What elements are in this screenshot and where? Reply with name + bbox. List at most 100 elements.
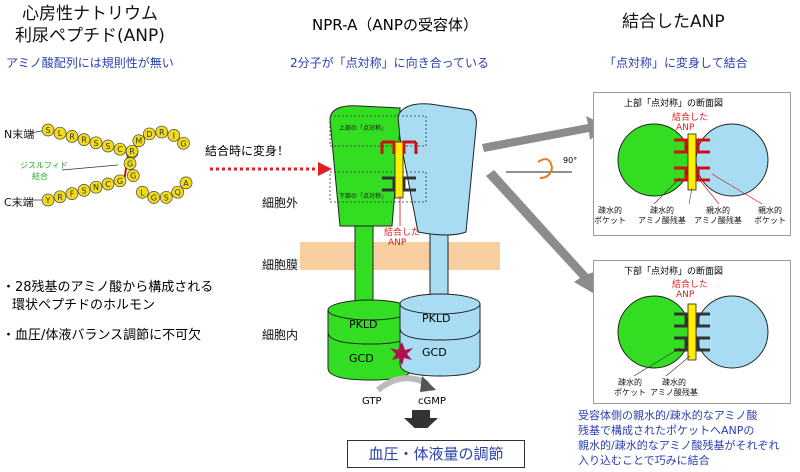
bullet1-line2: 環状ペプチドのホルモン: [12, 298, 156, 313]
amino-acid-bead: [126, 169, 140, 182]
membrane-label: 細胞膜: [262, 258, 299, 272]
lower-section-title: 下部「点対称」の断面図: [624, 267, 724, 277]
upper-hydrophilic-pocket-line1: 親水的: [758, 206, 782, 215]
middle-title: NPR-A（ANPの受容体）: [312, 16, 478, 34]
lower-bound-anp-line2: ANP: [676, 290, 695, 300]
amino-acid-letter: G: [130, 172, 136, 181]
footer-line4: 入り込むことで巧みに結合: [578, 454, 710, 467]
amino-acid-bead: [159, 190, 173, 204]
upper-hydrophobic-residue-line2: アミノ酸残基: [638, 216, 686, 225]
amino-acid-letter: C: [117, 145, 123, 154]
amino-acid-bead: [53, 126, 67, 140]
amino-acid-letter: N: [93, 183, 99, 192]
amino-acid-bead: [177, 136, 190, 150]
upper-hydrophobic-pocket-line1: 疎水的: [598, 206, 622, 215]
amino-acid-bead: [77, 184, 91, 197]
right-subtitle: 「点対称」に変身して結合: [604, 56, 748, 70]
amino-acid-letter: R: [129, 147, 135, 156]
amino-acid-bead: [147, 191, 161, 204]
middle-bound-anp-line1: 結合した: [384, 228, 421, 238]
peptide-beads: SLRRSSCFGGRMDRIGYRFSNCGLGSQA: [41, 123, 193, 207]
middle-bound-anp-line2: ANP: [388, 238, 407, 248]
lower-hydrophobic-residue-line2: アミノ酸残基: [650, 388, 698, 397]
gcd-blue-label: GCD: [422, 346, 447, 359]
right-title: 結合したANP: [622, 12, 725, 32]
amino-acid-letter: A: [183, 179, 189, 188]
left-title-line1: 心房性ナトリウム: [22, 4, 158, 24]
amino-acid-bead: [41, 193, 55, 207]
amino-acid-letter: R: [69, 132, 75, 141]
cgmp-label: cGMP: [418, 396, 446, 407]
amino-acid-letter: C: [105, 180, 111, 189]
result-label: 血圧・体液量の調節: [368, 445, 504, 463]
gray-arrows: [482, 116, 606, 296]
upper-hydrophobic-residue-line1: 疎水的: [650, 206, 674, 215]
disulfide-label-line1: ジスルフィド: [20, 161, 68, 170]
amino-acid-bead: [136, 185, 149, 199]
left-subtitle: アミノ酸配列には規則性が無い: [6, 56, 174, 70]
disulfide-label-line2: 結合: [32, 172, 48, 181]
amino-acid-letter: S: [45, 126, 50, 135]
amino-acid-letter: G: [127, 160, 133, 169]
c-terminus-label: C末端: [4, 196, 34, 209]
amino-acid-bead: [89, 180, 103, 194]
lower-hydrophobic-residue-line1: 疎水的: [662, 378, 686, 387]
lower-symmetry-label: 下部の「点対称」: [339, 193, 388, 200]
amino-acid-letter: Y: [45, 196, 51, 205]
amino-acid-letter: L: [58, 129, 63, 138]
amino-acid-bead: [125, 144, 139, 158]
transform-label: 結合時に変身！: [205, 144, 290, 158]
amino-acid-letter: I: [173, 131, 175, 140]
amino-acid-bead: [101, 177, 115, 191]
lower-hydrophobic-pocket-line1: 疎水的: [618, 378, 642, 387]
upper-cross-section: [617, 123, 769, 205]
upper-symmetry-label: 上部の「点対称」: [339, 125, 388, 132]
amino-acid-bead: [123, 157, 137, 170]
amino-acid-bead: [65, 130, 79, 143]
amino-acid-letter: R: [159, 128, 165, 137]
cell-membrane: [300, 242, 500, 270]
pkld-blue-label: PKLD: [422, 312, 451, 325]
amino-acid-letter: S: [93, 139, 98, 148]
amino-acid-letter: M: [135, 137, 142, 146]
result-box: 血圧・体液量の調節: [347, 440, 525, 468]
amino-acid-bead: [101, 139, 115, 153]
amino-acid-bead: [143, 127, 156, 141]
amino-acid-bead: [65, 187, 79, 200]
amino-acid-letter: S: [81, 186, 86, 195]
n-terminus-label: N末端: [4, 128, 35, 141]
footer-line3: 親水的/疎水的なアミノ酸残基がそれぞれ: [578, 439, 780, 452]
green-stalk: [354, 225, 374, 307]
middle-subtitle: 2分子が「点対称」に向き合っている: [290, 56, 490, 70]
amino-acid-bead: [53, 190, 67, 204]
amino-acid-letter: F: [70, 190, 75, 199]
amino-acid-letter: R: [81, 136, 87, 145]
amino-acid-letter: Q: [175, 188, 181, 197]
upper-section-title: 上部「点対称」の断面図: [624, 99, 724, 109]
intracellular-label: 細胞内: [262, 328, 299, 342]
amino-acid-letter: S: [164, 193, 169, 202]
rotation-label: 90°: [563, 156, 578, 165]
pkld-green-label: PKLD: [349, 318, 378, 331]
gcd-green-label: GCD: [349, 352, 374, 365]
footer-line1: 受容体側の親水的/疎水的なアミノ酸: [578, 409, 758, 422]
amino-acid-letter: G: [117, 177, 123, 186]
bullet1-line1: ・28残基のアミノ酸から構成される: [2, 280, 214, 295]
upper-hydrophobic-pocket-line2: ポケット: [594, 216, 626, 225]
amino-acid-bead: [77, 133, 91, 146]
amino-acid-letter: G: [180, 139, 186, 148]
amino-acid-letter: L: [140, 188, 145, 197]
lower-bound-anp-line1: 結合した: [672, 280, 709, 290]
transform-arrow: [210, 162, 332, 176]
amino-acid-bead: [113, 174, 127, 188]
amino-acid-letter: G: [151, 193, 157, 202]
upper-bound-anp-line1: 結合した: [672, 113, 709, 123]
upper-hydrophilic-pocket-line2: ポケット: [754, 216, 786, 225]
amino-acid-letter: D: [146, 130, 152, 139]
upper-hydrophilic-residue-line1: 親水的: [706, 206, 730, 215]
amino-acid-letter: S: [105, 142, 110, 151]
amino-acid-letter: R: [57, 193, 63, 202]
gtp-label: GTP: [362, 396, 382, 407]
left-title-line2: 利尿ペプチド(ANP): [15, 26, 165, 46]
blue-extracellular-domain: [397, 103, 477, 236]
